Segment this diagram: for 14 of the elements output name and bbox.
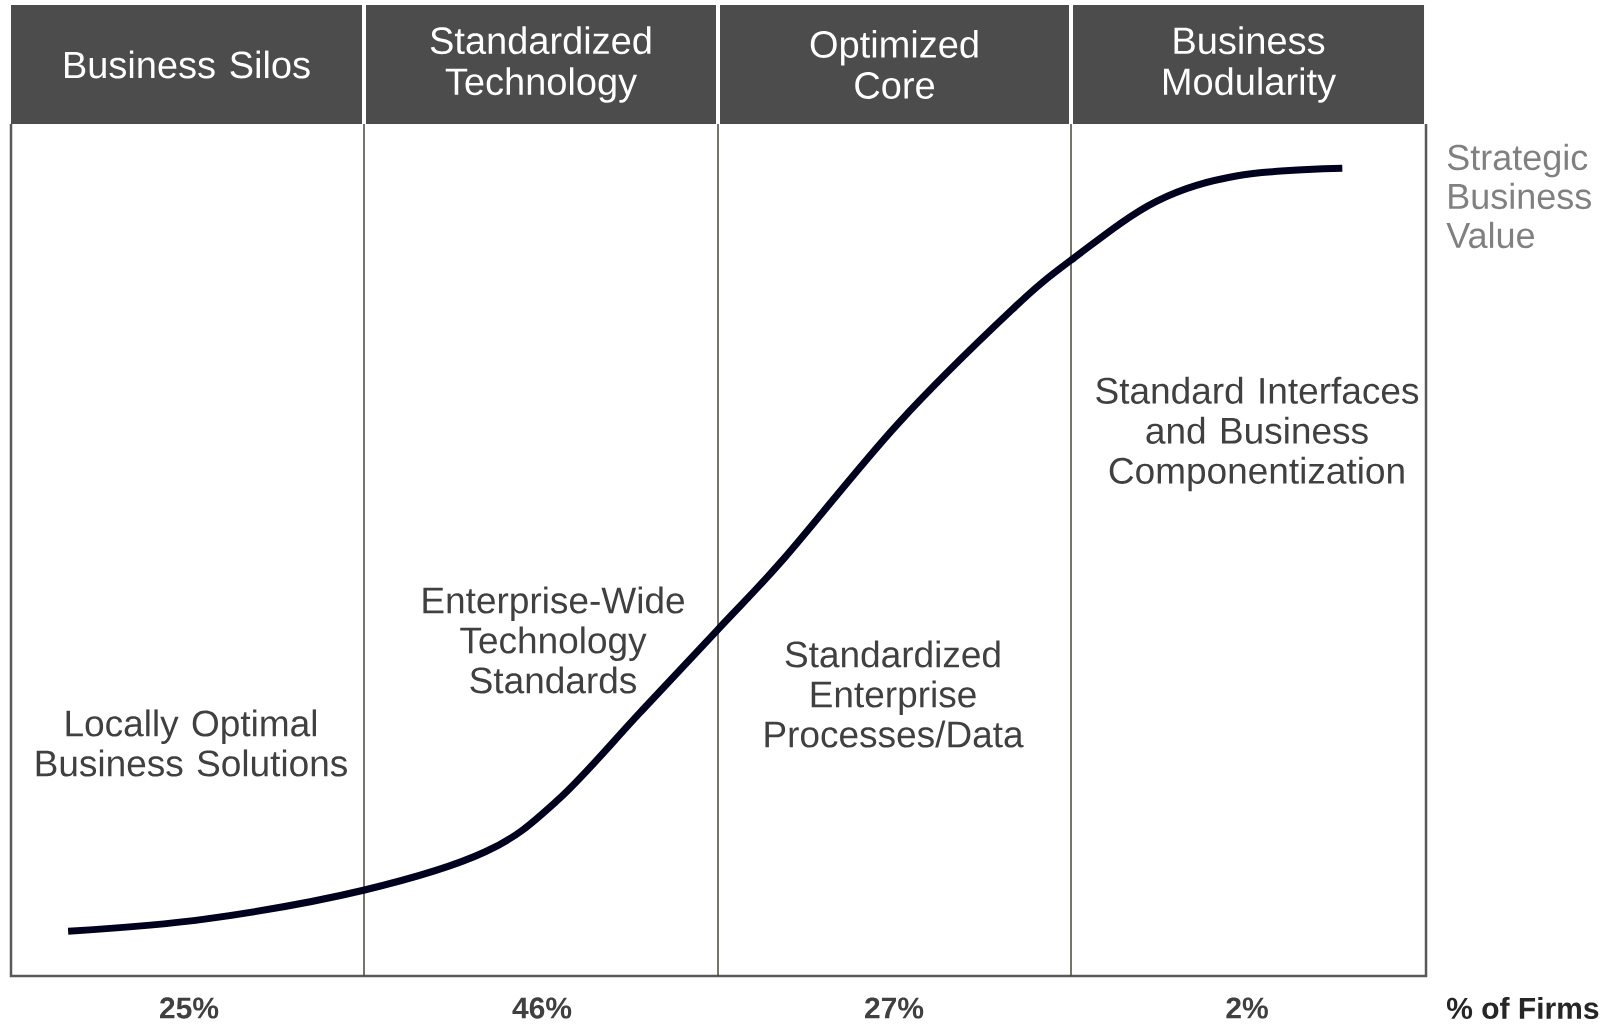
percentage-label: 2%	[1226, 997, 1268, 1019]
stage-description: Standardized Enterprise Processes/Data	[765, 640, 1024, 748]
percentage-label: 27%	[865, 997, 924, 1019]
percentage-label: 46%	[512, 997, 572, 1019]
column-header: Business Modularity	[1073, 5, 1424, 124]
axis-label: % of Firms	[1446, 997, 1599, 1019]
percentage-label: 25%	[160, 997, 219, 1019]
stage-description: Standard Interfaces and Business Componentization	[1096, 376, 1419, 492]
stage-description: Locally Optimal Business Solutions	[36, 709, 347, 777]
axis-label: Strategic Business Value	[1446, 143, 1591, 249]
column-header: Optimized Core	[720, 5, 1069, 124]
column-header: Standardized Technology	[366, 5, 716, 124]
column-header: Business Silos	[11, 5, 362, 124]
stage-description: Enterprise-Wide Technology Standards	[423, 586, 684, 694]
